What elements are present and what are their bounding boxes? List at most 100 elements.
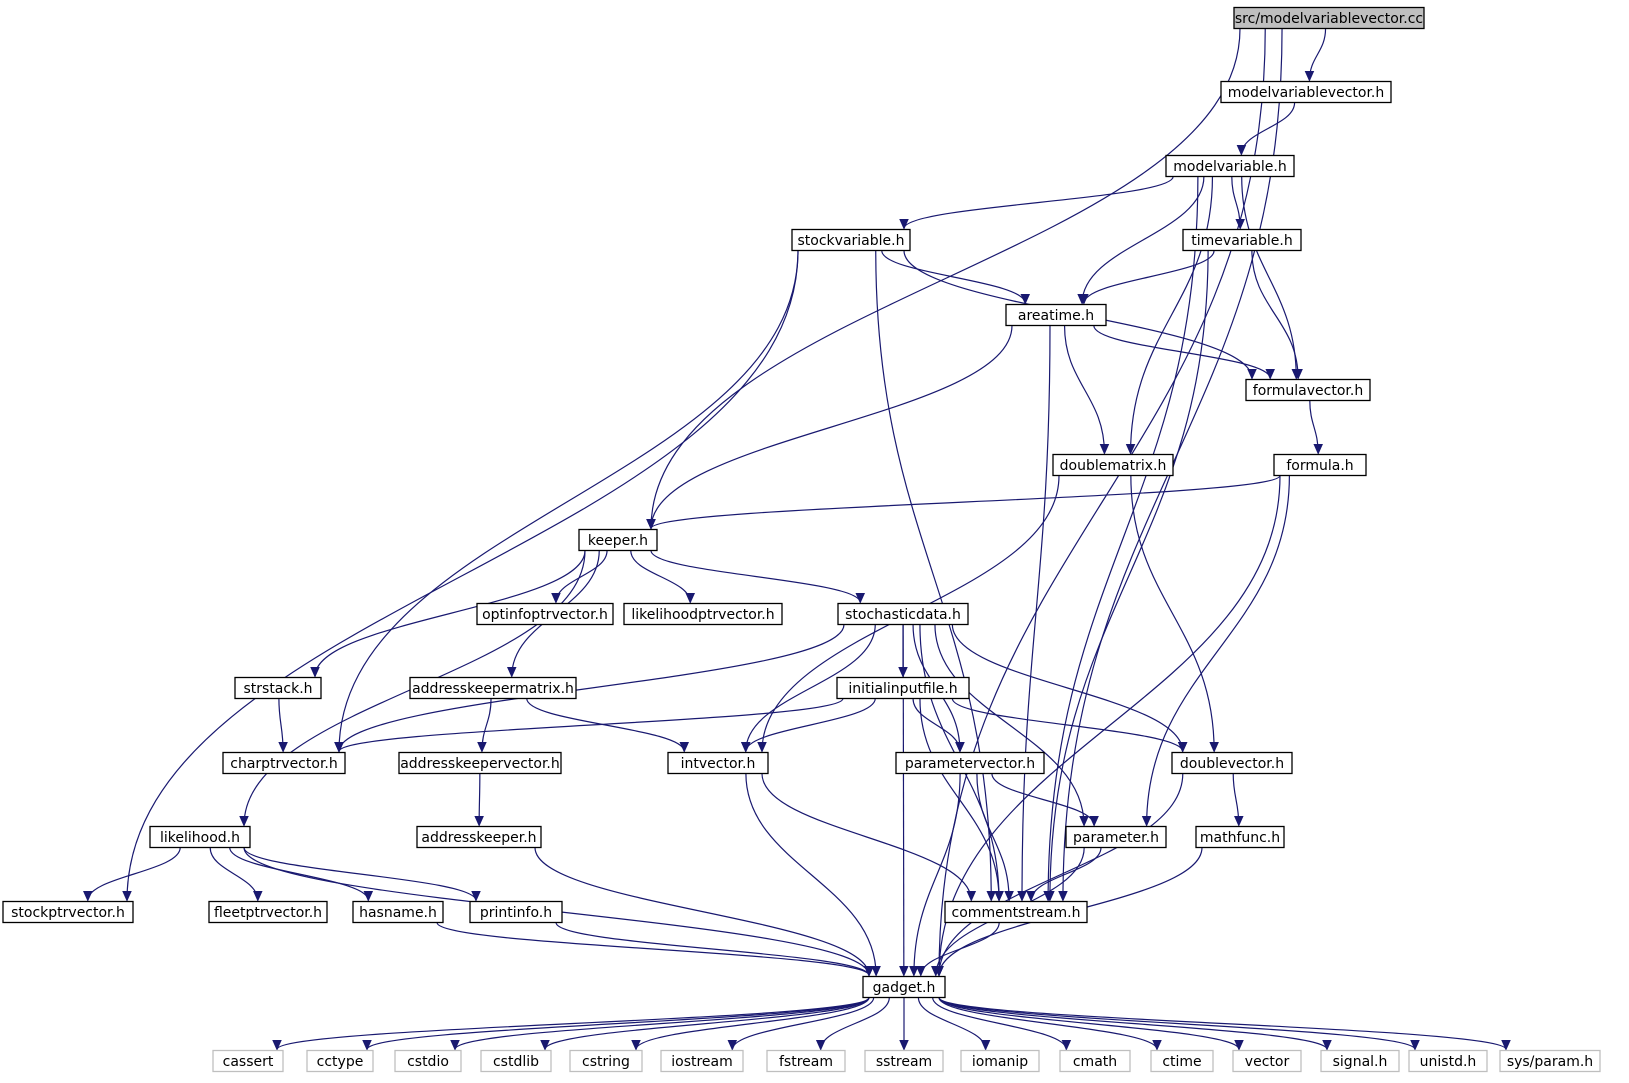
node-box[interactable] [1005, 303, 1107, 327]
node-timevariable-h[interactable]: timevariable.h [1182, 228, 1302, 252]
node-box[interactable] [208, 900, 328, 924]
node-box[interactable] [469, 900, 563, 924]
node-iomanip[interactable]: iomanip [960, 1049, 1040, 1073]
node-ctime[interactable]: ctime [1150, 1049, 1214, 1073]
node-box[interactable] [480, 1049, 552, 1073]
node-box[interactable] [944, 900, 1088, 924]
node-box[interactable] [398, 751, 562, 775]
node-box[interactable] [234, 676, 322, 700]
node-box[interactable] [1408, 1049, 1488, 1073]
arrowhead-icon [1020, 294, 1031, 305]
node-fleetptrvector-h[interactable]: fleetptrvector.h [208, 900, 328, 924]
node-cstring[interactable]: cstring [569, 1049, 643, 1073]
node-addresskeepervector-h[interactable]: addresskeepervector.h [398, 751, 562, 775]
node-likelihood-h[interactable]: likelihood.h [149, 825, 251, 849]
edge-parametervector-h-to-gadget-h [909, 773, 961, 977]
node-box[interactable] [578, 528, 658, 552]
node-fstream[interactable]: fstream [766, 1049, 846, 1073]
node-cstdio[interactable]: cstdio [394, 1049, 462, 1073]
node-box[interactable] [394, 1049, 462, 1073]
node-cctype[interactable]: cctype [306, 1049, 374, 1073]
node-parametervector-h[interactable]: parametervector.h [895, 751, 1045, 775]
node-box[interactable] [416, 825, 542, 849]
node-box[interactable] [1232, 1049, 1302, 1073]
node-hasname-h[interactable]: hasname.h [352, 900, 444, 924]
node-stochasticdata-h[interactable]: stochasticdata.h [837, 602, 969, 626]
node-box[interactable] [667, 751, 769, 775]
node-cassert[interactable]: cassert [212, 1049, 284, 1073]
edge-line [534, 847, 870, 976]
node-iostream[interactable]: iostream [660, 1049, 744, 1073]
node-box[interactable] [569, 1049, 643, 1073]
node-box[interactable] [864, 1049, 944, 1073]
node-sys-param-h[interactable]: sys/param.h [1499, 1049, 1601, 1073]
node-box[interactable] [1499, 1049, 1601, 1073]
node-addresskeepermatrix-h[interactable]: addresskeepermatrix.h [409, 676, 577, 700]
node-sstream[interactable]: sstream [864, 1049, 944, 1073]
node-parameter-h[interactable]: parameter.h [1065, 825, 1167, 849]
node-box[interactable] [409, 676, 577, 700]
node-box[interactable] [352, 900, 444, 924]
node-charptrvector-h[interactable]: charptrvector.h [222, 751, 346, 775]
node-box[interactable] [1182, 228, 1302, 252]
node-keeper-h[interactable]: keeper.h [578, 528, 658, 552]
node-box[interactable] [837, 602, 969, 626]
node-doublematrix-h[interactable]: doublematrix.h [1052, 453, 1174, 477]
node-box[interactable] [1220, 80, 1392, 104]
node-areatime-h[interactable]: areatime.h [1005, 303, 1107, 327]
node-box[interactable] [1150, 1049, 1214, 1073]
node-gadget-h[interactable]: gadget.h [862, 975, 946, 999]
node-box[interactable] [1273, 453, 1367, 477]
node-printinfo-h[interactable]: printinfo.h [469, 900, 563, 924]
node-modelvariablevector-h[interactable]: modelvariablevector.h [1220, 80, 1392, 104]
node-unistd-h[interactable]: unistd.h [1408, 1049, 1488, 1073]
node-box[interactable] [1065, 825, 1167, 849]
arrowhead-icon [727, 1040, 738, 1051]
node-addresskeeper-h[interactable]: addresskeeper.h [416, 825, 542, 849]
node-stockvariable-h[interactable]: stockvariable.h [791, 228, 911, 252]
node-box[interactable] [862, 975, 946, 999]
node-box[interactable] [895, 751, 1045, 775]
node-box[interactable] [1059, 1049, 1131, 1073]
node-mathfunc-h[interactable]: mathfunc.h [1195, 825, 1285, 849]
node-box[interactable] [149, 825, 251, 849]
node-cmath[interactable]: cmath [1059, 1049, 1131, 1073]
node-formula-h[interactable]: formula.h [1273, 453, 1367, 477]
node-root[interactable]: src/modelvariablevector.cc [1233, 6, 1425, 30]
node-formulavector-h[interactable]: formulavector.h [1245, 378, 1371, 402]
node-box[interactable] [2, 900, 134, 924]
node-box[interactable] [791, 228, 911, 252]
node-modelvariable-h[interactable]: modelvariable.h [1165, 154, 1295, 178]
node-box[interactable] [766, 1049, 846, 1073]
node-doublevector-h[interactable]: doublevector.h [1171, 751, 1293, 775]
node-box[interactable] [1052, 453, 1174, 477]
node-box[interactable] [960, 1049, 1040, 1073]
node-box[interactable] [1165, 154, 1295, 178]
edge-line [938, 997, 1158, 1050]
node-cstdlib[interactable]: cstdlib [480, 1049, 552, 1073]
node-signal-h[interactable]: signal.h [1320, 1049, 1400, 1073]
node-strstack-h[interactable]: strstack.h [234, 676, 322, 700]
edge-root-to-modelvariablevector-h [1304, 28, 1327, 82]
arrowhead-icon [551, 593, 561, 604]
edge-printinfo-h-to-gadget-h [555, 922, 874, 977]
node-intvector-h[interactable]: intvector.h [667, 751, 769, 775]
node-optinfoptrvector-h[interactable]: optinfoptrvector.h [476, 602, 614, 626]
node-box[interactable] [222, 751, 346, 775]
node-box[interactable] [1171, 751, 1293, 775]
node-box[interactable] [476, 602, 614, 626]
node-commentstream-h[interactable]: commentstream.h [944, 900, 1088, 924]
node-box[interactable] [623, 602, 783, 626]
node-box[interactable] [212, 1049, 284, 1073]
root-node-box[interactable] [1233, 6, 1425, 30]
node-box[interactable] [1195, 825, 1285, 849]
node-initialinputfile-h[interactable]: initialinputfile.h [836, 676, 970, 700]
node-box[interactable] [836, 676, 970, 700]
node-box[interactable] [660, 1049, 744, 1073]
node-box[interactable] [1320, 1049, 1400, 1073]
node-likelihoodptrvector-h[interactable]: likelihoodptrvector.h [623, 602, 783, 626]
node-box[interactable] [306, 1049, 374, 1073]
node-box[interactable] [1245, 378, 1371, 402]
node-stockptrvector-h[interactable]: stockptrvector.h [2, 900, 134, 924]
node-vector[interactable]: vector [1232, 1049, 1302, 1073]
